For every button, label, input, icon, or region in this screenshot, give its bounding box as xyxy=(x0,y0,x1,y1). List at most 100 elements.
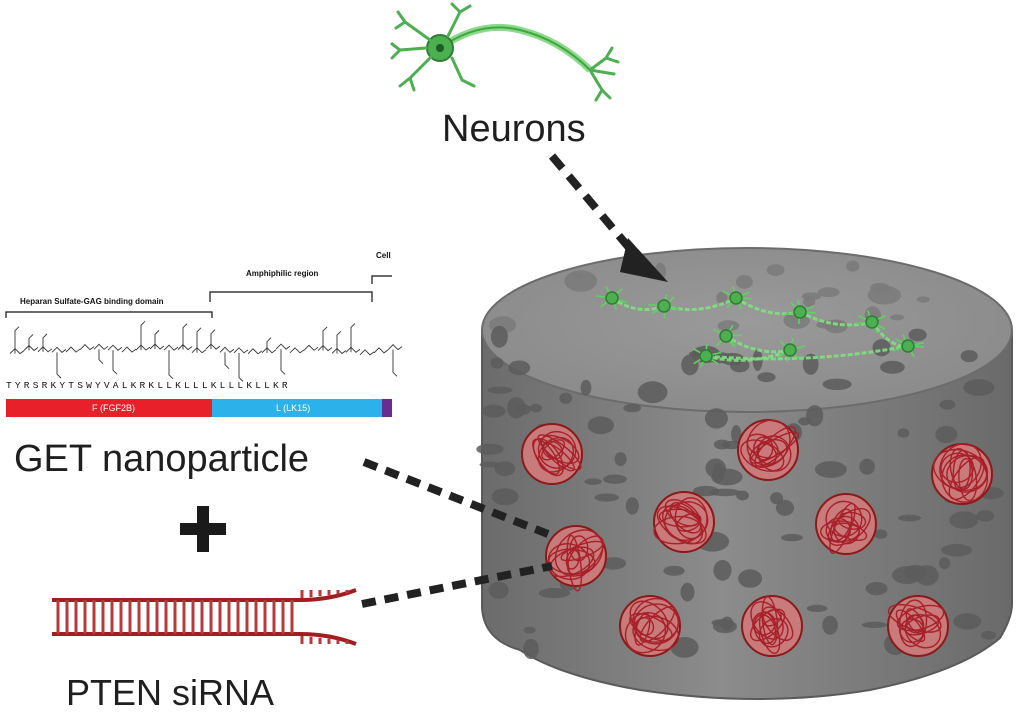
sirna-duplex-icon xyxy=(52,588,357,646)
scaffold-pore xyxy=(720,616,734,631)
scaffold-pore xyxy=(716,291,728,305)
neuron-soma xyxy=(729,291,743,305)
scaffold-pore xyxy=(722,440,742,450)
scaffold-pore xyxy=(488,581,509,599)
scaffold-pore xyxy=(861,621,888,629)
fgf2b-bar xyxy=(6,399,212,417)
scaffold-pore xyxy=(530,403,542,413)
scaffold-pore xyxy=(507,397,526,419)
scaffold-pore xyxy=(938,557,951,570)
domain-brackets xyxy=(5,275,392,318)
scaffold-pore xyxy=(803,296,816,308)
scaffold-pore xyxy=(601,557,627,570)
nanoparticle xyxy=(619,595,681,657)
axon-segment xyxy=(725,334,791,354)
scaffold-pore xyxy=(570,272,583,279)
scaffold-pore xyxy=(935,426,958,444)
scaffold-pore xyxy=(717,320,740,332)
neuron-arrow-line xyxy=(548,153,640,259)
pten-sirna-label: PTEN siRNA xyxy=(66,672,275,713)
neurons-label: Neurons xyxy=(442,108,586,150)
scaffold-pore xyxy=(490,325,508,348)
scaffold-pore xyxy=(939,399,956,410)
scaffold-pore xyxy=(709,488,741,497)
axon-segment xyxy=(705,348,791,362)
scaffold-pore xyxy=(846,260,860,272)
scaffold-pore xyxy=(897,428,910,438)
scaffold-pore xyxy=(587,416,614,435)
scaffold-pore xyxy=(892,566,923,585)
scaffold-pore xyxy=(584,478,602,485)
heparan-domain-label: Heparan Sulfate-GAG binding domain xyxy=(20,297,164,306)
neuron-icon xyxy=(390,2,620,102)
neuron-soma xyxy=(865,315,879,329)
nanoparticle xyxy=(931,443,993,505)
scaffold-pore xyxy=(494,461,516,477)
scaffold-top xyxy=(481,247,1013,413)
nanoparticle xyxy=(545,525,607,592)
scaffold-pore xyxy=(941,543,972,557)
scaffold-pore xyxy=(817,287,840,298)
axon-segment xyxy=(663,296,737,312)
scaffold-pore xyxy=(594,493,619,502)
scaffold-pore xyxy=(908,328,927,342)
scaffold-pore xyxy=(736,275,753,289)
scaffold-pore xyxy=(781,533,803,542)
scaffold-side xyxy=(481,329,1013,700)
get-connector-line xyxy=(362,458,550,538)
scaffold-pore xyxy=(806,405,824,427)
nanoparticle xyxy=(653,491,715,553)
scaffold-pore xyxy=(865,582,888,596)
neuron-soma xyxy=(901,339,915,353)
scaffold-pore xyxy=(775,499,795,516)
neuron-soma xyxy=(793,305,807,319)
lk15-bar xyxy=(212,399,382,417)
scaffold-pore xyxy=(731,425,742,444)
scaffold-pore xyxy=(953,613,982,630)
sirna-connector-line xyxy=(361,562,553,608)
scaffold-pore xyxy=(738,569,763,588)
scaffold-pore xyxy=(874,529,888,539)
scaffold-pore xyxy=(663,565,685,576)
chemical-structure xyxy=(9,320,403,382)
nanoparticle xyxy=(737,419,800,481)
scaffold-pore xyxy=(822,615,838,635)
scaffold-pore xyxy=(806,604,828,613)
scaffold-pore xyxy=(523,638,539,660)
neuron-soma xyxy=(605,291,619,305)
scaffold-pore xyxy=(872,339,891,357)
scaffold-pore xyxy=(481,404,506,418)
scaffold-pore xyxy=(559,392,573,404)
neuron-soma xyxy=(783,343,797,357)
scaffold-pore xyxy=(766,264,785,276)
scaffold-pore xyxy=(476,443,504,455)
cell-bar xyxy=(382,399,392,417)
scaffold-pore xyxy=(680,582,695,602)
amphiphilic-region-label: Amphiphilic region xyxy=(246,269,319,278)
scaffold-pore xyxy=(625,497,639,515)
scaffold-pore xyxy=(859,458,875,475)
scaffold-pore xyxy=(603,474,627,484)
neuron-soma xyxy=(657,299,671,313)
lk15-bar-label: L (LK15) xyxy=(276,403,311,413)
scaffold-pore xyxy=(976,510,995,522)
scaffold-pore xyxy=(491,488,519,506)
axon-segment xyxy=(705,344,909,361)
scaffold-pore xyxy=(898,514,921,522)
scaffold-pore xyxy=(880,360,905,374)
scaffold-pore xyxy=(890,314,905,321)
nanoparticle xyxy=(521,423,583,485)
scaffold-pore xyxy=(960,350,978,363)
scaffold-pore xyxy=(980,630,997,640)
scaffold-pore xyxy=(949,511,979,529)
scaffold-pore xyxy=(757,372,776,383)
neuron-network xyxy=(596,285,925,368)
scaffold-pore xyxy=(681,354,699,376)
plus-icon xyxy=(180,506,226,552)
scaffold-pore xyxy=(580,379,592,396)
scaffold-pore xyxy=(963,379,995,396)
cell-domain-label: Cell xyxy=(376,251,391,260)
axon-segment xyxy=(735,296,801,316)
scaffold-pore xyxy=(729,358,750,373)
